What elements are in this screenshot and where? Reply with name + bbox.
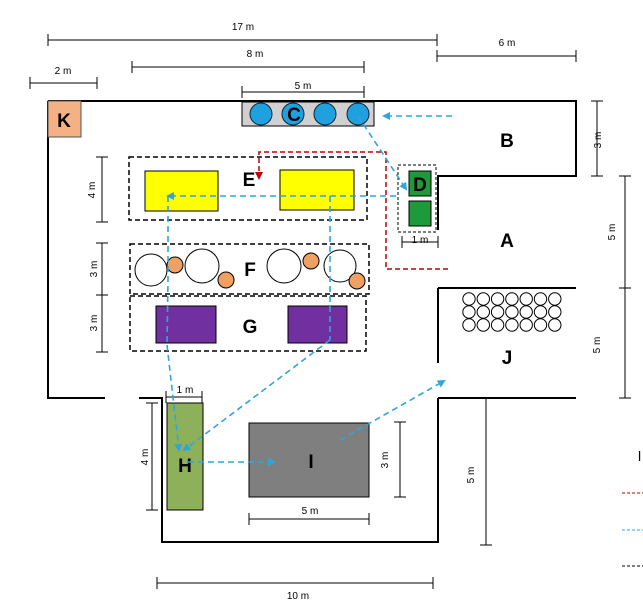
zone-c-circle-1	[249, 102, 273, 126]
zone-d-boundary	[397, 164, 437, 233]
dim-k-width: 2 m	[55, 66, 72, 77]
zone-j-storage-circle	[462, 292, 476, 306]
wall-top-left	[47, 101, 105, 399]
zone-c-circle-3	[313, 102, 337, 126]
flow-e-left-down	[166, 196, 169, 346]
zone-e-label: E	[243, 170, 256, 191]
zone-f-small-circle-1	[166, 256, 184, 274]
flow-g-right-to-h	[182, 339, 331, 452]
zone-j-storage-circle	[505, 292, 519, 306]
zone-j-storage-grid	[462, 292, 562, 332]
zone-f-small-circle-2	[217, 271, 235, 289]
zone-d-box-bottom	[408, 200, 432, 227]
zone-g-label: G	[243, 317, 258, 338]
zone-g-boundary	[129, 295, 367, 352]
zone-j-storage-circle	[462, 318, 476, 332]
zone-f-big-circle-3	[266, 248, 302, 284]
zone-h-box	[166, 402, 204, 511]
legend-partial: l	[622, 448, 643, 567]
dim-inner-width: 8 m	[247, 49, 264, 60]
wall-top	[48, 100, 577, 230]
zone-g-box-right	[287, 305, 348, 344]
dim-f-height: 3 m	[89, 261, 100, 278]
dim-e-height: 4 m	[87, 182, 98, 199]
dim-right-width: 6 m	[499, 38, 516, 49]
zone-j-storage-circle	[548, 305, 562, 319]
zone-e-box-left	[144, 170, 219, 212]
zone-e-box-right	[279, 169, 355, 211]
zone-k-label: K	[57, 111, 71, 132]
zone-j-storage-circle	[476, 318, 490, 332]
zone-b-label: B	[500, 131, 514, 152]
dim-i-width: 5 m	[302, 506, 319, 517]
zone-j-storage-circle	[490, 318, 505, 332]
zone-g-box-left	[155, 305, 217, 344]
dim-h-height: 4 m	[140, 449, 151, 466]
dim-lower-height: 5 m	[466, 467, 477, 484]
zone-f-small-circle-4	[348, 272, 366, 290]
dim-a-height: 5 m	[607, 224, 618, 241]
zone-c-label: C	[287, 105, 301, 126]
zone-j-storage-circle	[533, 305, 548, 319]
dim-b-height: 3 m	[593, 132, 604, 149]
zone-j-storage-circle	[462, 305, 476, 319]
zone-j-storage-circle	[548, 292, 562, 306]
red-dashed-path	[255, 151, 448, 270]
dim-j-height: 5 m	[592, 337, 603, 354]
dim-lower-width: 10 m	[287, 591, 309, 602]
zone-c-circle-4	[346, 102, 370, 126]
zone-j-storage-circle	[533, 318, 548, 332]
zone-i-label: I	[308, 452, 313, 473]
zone-j-storage-circle	[548, 318, 562, 332]
zone-k-box	[47, 100, 82, 138]
zone-c-circle-2	[281, 102, 305, 126]
dimension-lines	[29, 34, 631, 589]
zone-f-machines	[134, 248, 366, 290]
dim-c-width: 5 m	[295, 81, 312, 92]
zone-j-storage-circle	[519, 305, 533, 319]
zone-j-storage-circle	[505, 318, 519, 332]
zone-j-storage-circle	[476, 292, 490, 306]
zone-f-label: F	[244, 260, 256, 281]
dim-d-width: 1 m	[412, 235, 429, 246]
zone-h-label: H	[178, 456, 192, 477]
outer-walls	[47, 100, 577, 543]
zone-f-boundary	[129, 243, 370, 295]
dim-i-height: 3 m	[380, 452, 391, 469]
zone-j-storage-circle	[490, 292, 505, 306]
blue-flow-paths	[166, 112, 452, 466]
zone-j-label: J	[502, 348, 513, 369]
dim-h-width: 1 m	[177, 385, 194, 396]
zone-j-storage-circle	[519, 292, 533, 306]
zone-j-storage-circle	[490, 305, 505, 319]
flow-g-left-to-h	[166, 344, 183, 452]
wall-lower-room	[139, 397, 439, 543]
dim-total-width: 17 m	[232, 22, 254, 33]
zone-j-storage-circle	[505, 305, 519, 319]
zone-f-small-circle-3	[302, 252, 320, 270]
zone-f-big-circle-2	[184, 248, 220, 284]
zone-a-label: A	[500, 231, 514, 252]
zone-j-storage-circle	[519, 318, 533, 332]
zone-j-storage-circle	[533, 292, 548, 306]
zone-f-big-circle-1	[134, 253, 168, 287]
dim-g-height: 3 m	[89, 315, 100, 332]
zone-d-box-top	[408, 170, 432, 197]
flow-c-to-d	[357, 115, 408, 191]
zone-e-boundary	[128, 156, 368, 221]
zone-j-storage-circle	[476, 305, 490, 319]
zone-f-big-circle-4	[323, 249, 357, 283]
zone-d-label: D	[413, 175, 427, 196]
legend-partial-letter: l	[638, 448, 641, 464]
